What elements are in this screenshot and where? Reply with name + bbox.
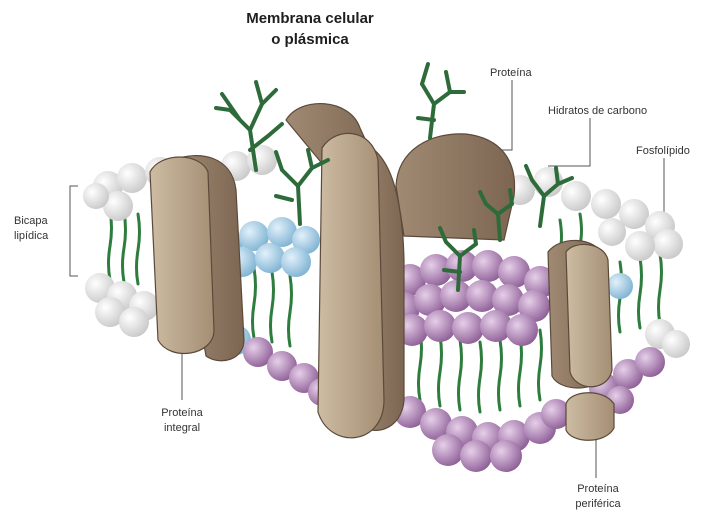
integral-protein-right	[566, 244, 612, 386]
peripheral-protein	[566, 393, 614, 441]
label-proteina-periferica: Proteína periférica	[566, 482, 630, 512]
label-integral-line-2: integral	[152, 421, 212, 436]
label-periferica-line-2: periférica	[566, 497, 630, 512]
label-bicapa-line-1: Bicapa	[14, 214, 48, 229]
top-protein	[396, 134, 515, 240]
integral-protein-left	[150, 157, 214, 353]
central-protein	[318, 133, 384, 437]
label-integral-line-1: Proteína	[152, 406, 212, 421]
bicapa-bracket	[70, 186, 78, 276]
label-hidratos-de-carbono: Hidratos de carbono	[548, 104, 647, 119]
label-proteina-integral: Proteína integral	[152, 406, 212, 436]
label-proteina: Proteína	[490, 66, 532, 81]
label-bicapa-lipidica: Bicapa lipídica	[14, 214, 48, 244]
leader-hidratos	[548, 118, 590, 166]
label-periferica-line-1: Proteína	[566, 482, 630, 497]
label-bicapa-line-2: lipídica	[14, 229, 48, 244]
label-fosfolipido: Fosfolípido	[636, 144, 690, 159]
